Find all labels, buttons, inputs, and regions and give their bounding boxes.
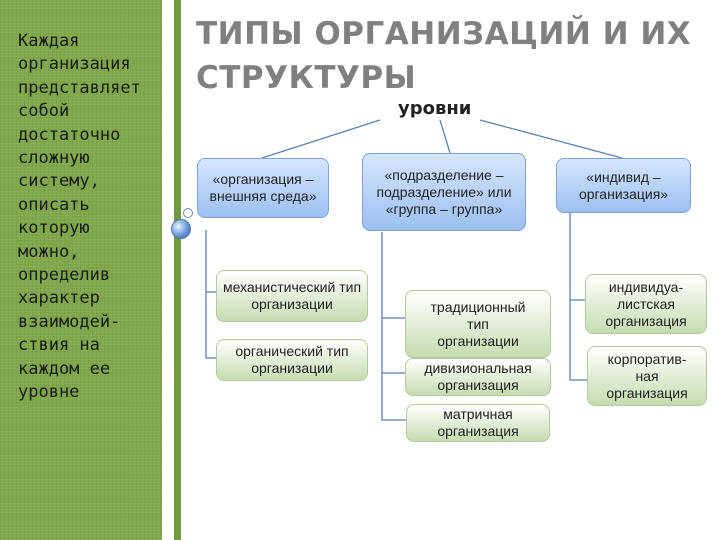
type-label: матричная организация bbox=[437, 406, 519, 439]
type-box-corporate: корпоратив-ная организация bbox=[587, 346, 707, 406]
type-box-divisional: дивизиональная организация bbox=[405, 358, 551, 396]
bullet-dot-icon bbox=[183, 208, 193, 218]
type-box-organic: органический тип организации bbox=[216, 339, 368, 381]
type-box-traditional: традиционный тип организации bbox=[405, 290, 551, 358]
sidebar-stripe bbox=[174, 0, 181, 540]
type-label: традиционный тип организации bbox=[430, 298, 526, 349]
level-box-individual-organization: «индивид – организация» bbox=[556, 158, 691, 213]
sidebar-text: Каждая организация представляет собой до… bbox=[18, 31, 141, 403]
sidebar-panel bbox=[0, 0, 162, 540]
level-box-organization-environment: «организация – внешняя среда» bbox=[197, 158, 329, 218]
type-box-mechanistic: механистический тип организации bbox=[216, 270, 368, 322]
type-box-individualist: индивидуа-листская организация bbox=[585, 274, 707, 334]
type-label: дивизиональная организация bbox=[424, 360, 532, 393]
level-label: «организация – внешняя среда» bbox=[209, 171, 317, 204]
type-label: индивидуа-листская организация bbox=[605, 278, 687, 329]
page-title: ТИПЫ ОРГАНИЗАЦИЙ И ИХ СТРУКТУРЫ bbox=[196, 16, 692, 96]
level-label: «подразделение – подразделение» или «гру… bbox=[376, 166, 512, 217]
type-box-matrix: матричная организация bbox=[406, 404, 550, 442]
bullet-sphere-icon bbox=[171, 219, 191, 239]
level-label: «индивид – организация» bbox=[578, 168, 669, 202]
levels-label: уровни bbox=[398, 98, 472, 119]
type-label: органический тип организации bbox=[235, 343, 349, 376]
type-label: механистический тип организации bbox=[222, 279, 362, 312]
type-label: корпоратив-ная организация bbox=[606, 350, 688, 401]
level-box-subdivision: «подразделение – подразделение» или «гру… bbox=[362, 153, 526, 231]
